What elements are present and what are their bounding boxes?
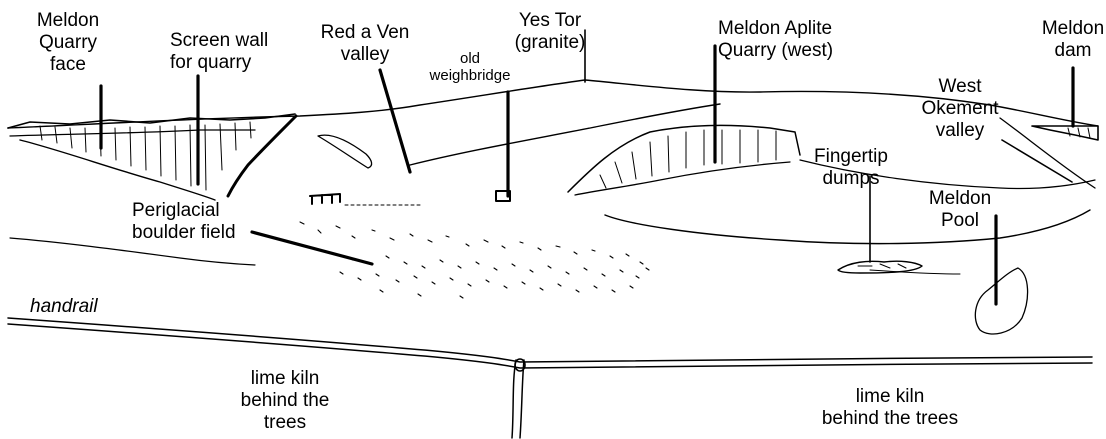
label-yes-tor: Yes Tor (granite) [500,10,600,54]
label-screen-wall: Screen wall for quarry [170,30,268,74]
pool-bowl-outline [605,210,1090,244]
fingertip-dumps-shape [838,261,922,273]
label-meldon-dam: Meldon dam [1040,18,1106,62]
meldon-pool-shape [975,268,1027,334]
quarry-face-lower [10,130,255,136]
label-handrail: handrail [30,296,98,318]
handrail-post [512,360,524,438]
fence-structure [310,194,340,204]
label-lime-kiln-left: lime kiln behind the trees [220,368,350,434]
leader-red-a-ven [380,70,410,172]
aplite-hatching [600,130,776,188]
label-periglacial-boulder-field: Periglacial boulder field [132,200,236,244]
aplite-quarry-lower [575,162,790,195]
label-fingertip-dumps: Fingertip dumps [796,146,906,190]
label-red-a-ven-valley: Red a Ven valley [310,22,420,66]
quarry-cut [20,140,215,200]
red-a-ven-valley-left [318,135,372,168]
okement-valley-side [1000,118,1095,188]
label-lime-kiln-right: lime kiln behind the trees [800,386,980,430]
label-old-weighbridge: old weighbridge [420,50,520,84]
label-meldon-quarry-face: Meldon Quarry face [28,10,108,76]
label-meldon-aplite-quarry: Meldon Aplite Quarry (west) [718,18,833,62]
screen-wall-ridge [228,116,296,196]
label-meldon-pool: Meldon Pool [910,188,1010,232]
handrail-upper-rail [8,318,1092,362]
quarry-hatching [40,122,251,190]
label-west-okement-valley: West Okement valley [910,76,1010,142]
red-a-ven-valley-floor [410,104,720,165]
fingertip-dumps-detail [858,264,906,268]
